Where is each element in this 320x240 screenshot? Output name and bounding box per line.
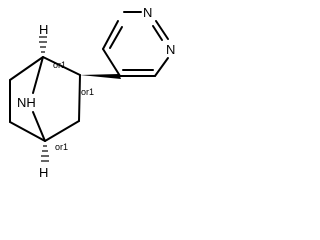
bond-c1-c6 [9, 56, 44, 81]
stereo-label-c4: or1 [55, 142, 68, 152]
stereo-label-c1: or1 [53, 60, 66, 70]
stereo-label-c2: or1 [81, 87, 94, 97]
bond-ring-2 [155, 20, 169, 40]
bond-c1-c2 [42, 56, 81, 76]
bicyclic-skeleton [9, 56, 81, 142]
hashed-bond-top [39, 36, 47, 53]
atom-n1-label: N [143, 5, 152, 20]
wedge-bond [80, 74, 121, 79]
bond-n-c4 [32, 111, 46, 142]
bond-ring-6 [102, 20, 119, 50]
bond-ring-double-1 [109, 26, 123, 49]
stereo-bonds [39, 36, 121, 162]
bond-c1-n [32, 56, 44, 94]
bond-ring-5 [102, 48, 121, 77]
atom-h-top-label: H [39, 22, 48, 37]
bond-c5-c4 [9, 121, 46, 142]
bond-c2-c3 [78, 74, 81, 122]
pyrimidine-ring [102, 11, 169, 77]
atom-nh-label: NH [17, 95, 36, 110]
chemical-structure: N N NH H H or1 or1 or1 [9, 5, 175, 180]
atom-h-bottom-label: H [39, 165, 48, 180]
bond-ring-3 [154, 57, 169, 77]
hashed-bond-bottom [41, 145, 49, 162]
bond-c3-c4 [44, 120, 80, 142]
atom-n3-label: N [166, 42, 175, 57]
bond-ring-double-3 [152, 25, 163, 41]
